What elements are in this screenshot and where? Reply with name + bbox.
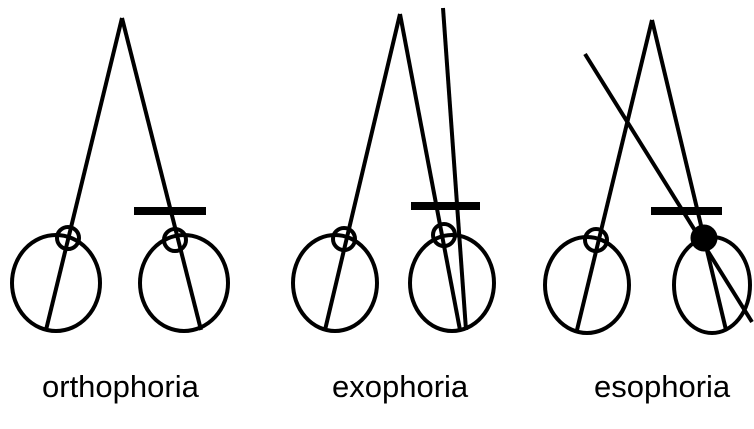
orthophoria-panel: orthophoria <box>12 18 228 404</box>
right-eye-line-of-sight <box>122 18 201 330</box>
exophoria-panel: exophoria <box>293 8 494 404</box>
right-eye <box>674 237 750 333</box>
left-eye-line-of-sight <box>577 20 652 330</box>
right-eye <box>140 235 228 331</box>
right-eye-pupil <box>692 226 716 250</box>
esophoria-caption: esophoria <box>594 369 731 404</box>
exophoria-caption: exophoria <box>332 369 469 404</box>
orthophoria-caption: orthophoria <box>42 369 200 404</box>
esophoria-panel: esophoria <box>545 20 752 404</box>
deviated-line-of-sight <box>443 8 466 330</box>
right-eye-line-of-sight <box>652 20 726 330</box>
left-eye-line-of-sight <box>46 18 122 330</box>
left-eye-line-of-sight <box>325 14 400 330</box>
